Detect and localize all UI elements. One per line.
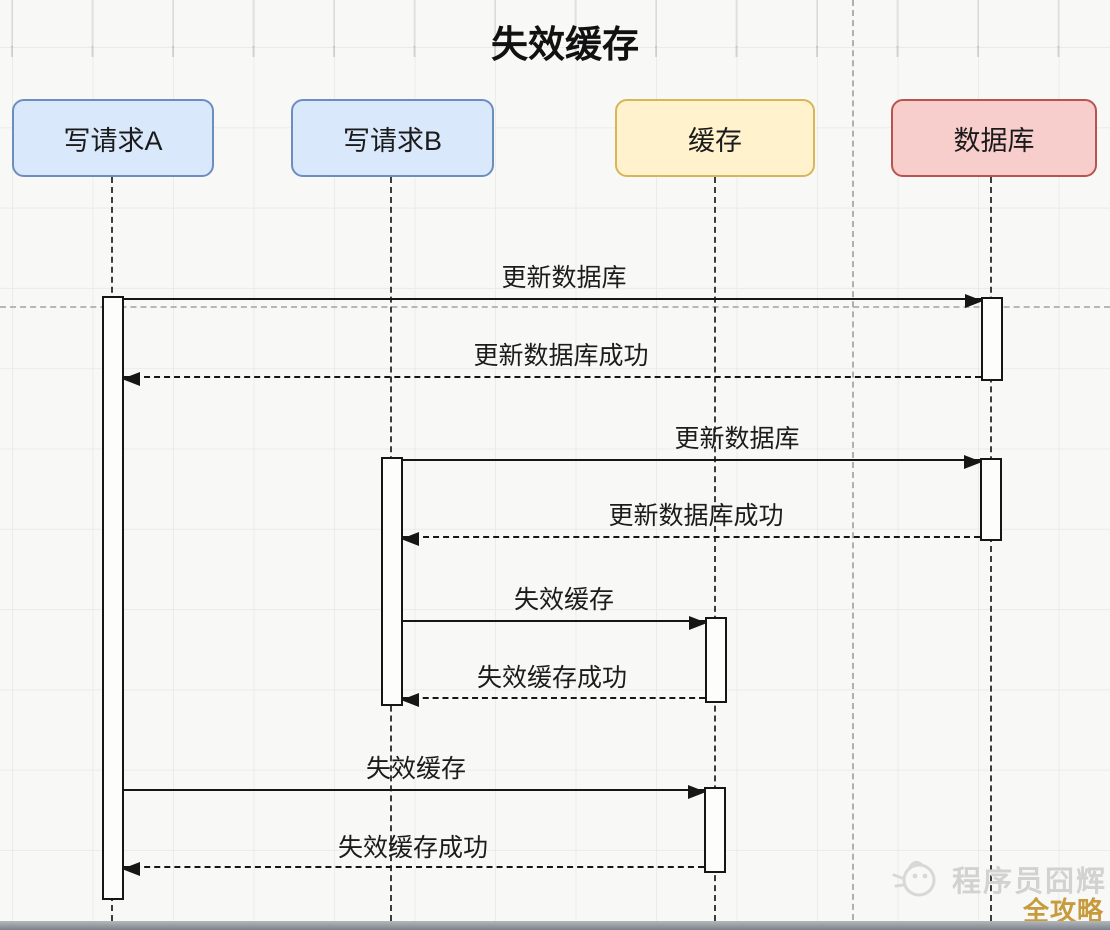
message-label: 更新数据库 (674, 425, 800, 453)
message-label: 失效缓存成功 (337, 834, 489, 862)
lifeline-database (990, 177, 992, 921)
bottom-edge-strip (0, 921, 1110, 930)
message-arrow-dashed (122, 372, 981, 386)
participant-cache: 缓存 (615, 99, 815, 177)
page-guide-horizontal (0, 306, 1110, 308)
message-label: 失效缓存 (365, 755, 467, 783)
activation-cache-1 (705, 617, 727, 703)
activation-cache-2 (704, 787, 726, 873)
activation-database-1 (981, 297, 1003, 381)
page-guide-vertical (852, 0, 854, 930)
participant-label: 写请求A (63, 125, 163, 156)
participant-label: 写请求B (342, 125, 442, 156)
activation-writer-a (102, 296, 124, 900)
participant-writer-a: 写请求A (12, 99, 214, 177)
watermark-logo-icon (888, 853, 944, 908)
participant-writer-b: 写请求B (291, 99, 494, 177)
watermark-author: 程序员囧辉 (952, 866, 1108, 898)
message-label: 失效缓存成功 (476, 664, 628, 692)
message-label: 更新数据库 (501, 264, 627, 292)
activation-database-2 (980, 458, 1002, 541)
message-arrow-dashed (401, 693, 705, 707)
message-arrow-dashed (122, 862, 704, 876)
diagram-title: 失效缓存 (491, 24, 639, 65)
participant-label: 数据库 (953, 125, 1035, 156)
message-arrow-dashed (401, 532, 980, 546)
message-arrow-solid (403, 455, 982, 469)
message-label: 更新数据库成功 (473, 342, 649, 370)
message-arrow-solid (124, 785, 706, 799)
activation-writer-b (381, 457, 403, 706)
message-arrow-solid (124, 294, 983, 308)
message-arrow-solid (403, 616, 707, 630)
participant-label: 缓存 (688, 125, 742, 156)
participant-database: 数据库 (891, 99, 1097, 177)
message-label: 失效缓存 (513, 586, 615, 614)
message-label: 更新数据库成功 (608, 502, 784, 530)
lifeline-cache (714, 177, 716, 921)
